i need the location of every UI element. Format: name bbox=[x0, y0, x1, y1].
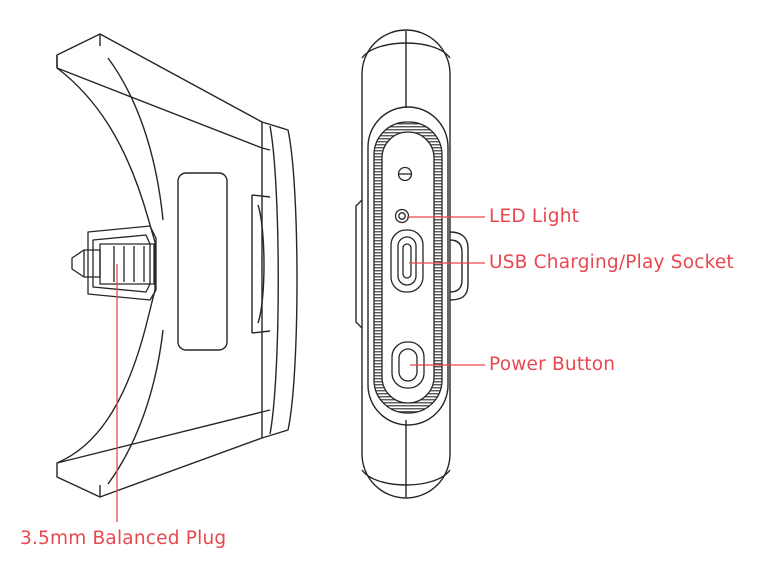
usb-socket-icon bbox=[390, 229, 424, 293]
screw-icon bbox=[397, 166, 413, 182]
control-panel bbox=[381, 131, 435, 404]
balanced-plug-label: 3.5mm Balanced Plug bbox=[20, 528, 227, 549]
device-front-view bbox=[355, 29, 469, 499]
power-button-label: Power Button bbox=[489, 354, 616, 375]
usb-socket-label: USB Charging/Play Socket bbox=[489, 252, 734, 273]
callout-leaders bbox=[116, 216, 485, 522]
balanced-plug-icon bbox=[71, 225, 157, 301]
led-light-label: LED Light bbox=[489, 206, 580, 227]
led-light-icon bbox=[394, 208, 410, 224]
